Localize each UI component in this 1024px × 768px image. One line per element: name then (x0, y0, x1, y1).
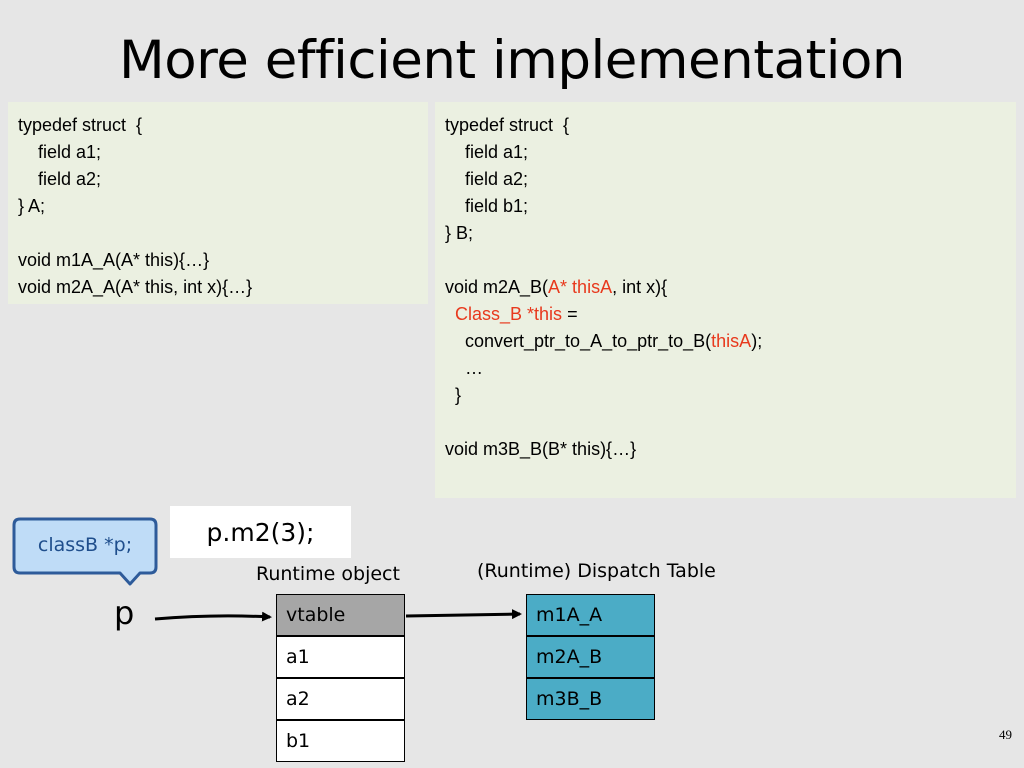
callout-bubble (12, 517, 158, 586)
code-text: field a1; (445, 142, 529, 162)
slide-title: More efficient implementation (118, 30, 906, 91)
runtime-object-cell-a2: a2 (276, 678, 405, 720)
code-line: Class_B *this = (445, 301, 1016, 328)
code-line: convert_ptr_to_A_to_ptr_to_B(thisA); (445, 328, 1016, 355)
code-line: void m2A_A(A* this, int x){…} (18, 274, 428, 301)
code-line: void m1A_A(A* this){…} (18, 247, 428, 274)
code-line: field a2; (18, 166, 428, 193)
runtime-object-cell-a1: a1 (276, 636, 405, 678)
page-number: 49 (999, 727, 1012, 742)
code-text: ); (751, 331, 763, 351)
code-text: } B; (445, 223, 474, 243)
code-text: field a1; (18, 142, 102, 162)
code-highlight: thisA (711, 331, 752, 351)
code-text: } (445, 385, 462, 405)
runtime-object-heading: Runtime object (256, 563, 400, 585)
code-text: field b1; (445, 196, 529, 216)
dispatch-table-heading: (Runtime) Dispatch Table (477, 560, 716, 582)
code-line: void m3B_B(B* this){…} (445, 436, 1016, 463)
code-line: void m2A_B(A* thisA, int x){ (445, 274, 1016, 301)
code-line: typedef struct { (445, 112, 1016, 139)
code-line: field b1; (445, 193, 1016, 220)
code-line: field a2; (445, 166, 1016, 193)
dispatch-table-cell-m3b-b: m3B_B (526, 678, 655, 720)
runtime-object-cell-vtable: vtable (276, 594, 405, 636)
code-text: convert_ptr_to_A_to_ptr_to_B( (445, 331, 712, 351)
runtime-object-cell-b1: b1 (276, 720, 405, 762)
code-line: field a1; (445, 139, 1016, 166)
code-text: , int x){ (612, 277, 668, 297)
pointer-label: p (114, 594, 135, 632)
code-text: = (562, 304, 578, 324)
code-text: void m3B_B(B* this){…} (445, 439, 637, 459)
code-line: } A; (18, 193, 428, 220)
code-line: } B; (445, 220, 1016, 247)
code-text: typedef struct { (18, 115, 143, 135)
code-text: typedef struct { (445, 115, 570, 135)
pointer-arrow (154, 611, 272, 622)
code-text: void m2A_A(A* this, int x){…} (18, 277, 253, 297)
dispatch-table-cell-m2a-b: m2A_B (526, 636, 655, 678)
code-text: } A; (18, 196, 46, 216)
code-line: field a1; (18, 139, 428, 166)
code-block-struct-b: typedef struct { field a1; field a2; fie… (435, 102, 1016, 498)
code-text: void m2A_B( (445, 277, 549, 297)
code-block-struct-a: typedef struct { field a1; field a2; } A;… (8, 102, 428, 304)
code-highlight: Class_B *this (455, 304, 563, 324)
code-line: typedef struct { (18, 112, 428, 139)
vtable-arrow (405, 609, 522, 620)
code-text: field a2; (18, 169, 102, 189)
dispatch-table-cell-m1a-a: m1A_A (526, 594, 655, 636)
call-expression: p.m2(3); (170, 506, 351, 558)
code-line: … (445, 355, 1016, 382)
code-highlight: A* thisA (548, 277, 613, 297)
code-text: field a2; (445, 169, 529, 189)
code-text: … (445, 358, 484, 378)
callout-declaration: classB *p; (37, 534, 133, 556)
code-text: void m1A_A(A* this){…} (18, 250, 210, 270)
code-line: } (445, 382, 1016, 409)
